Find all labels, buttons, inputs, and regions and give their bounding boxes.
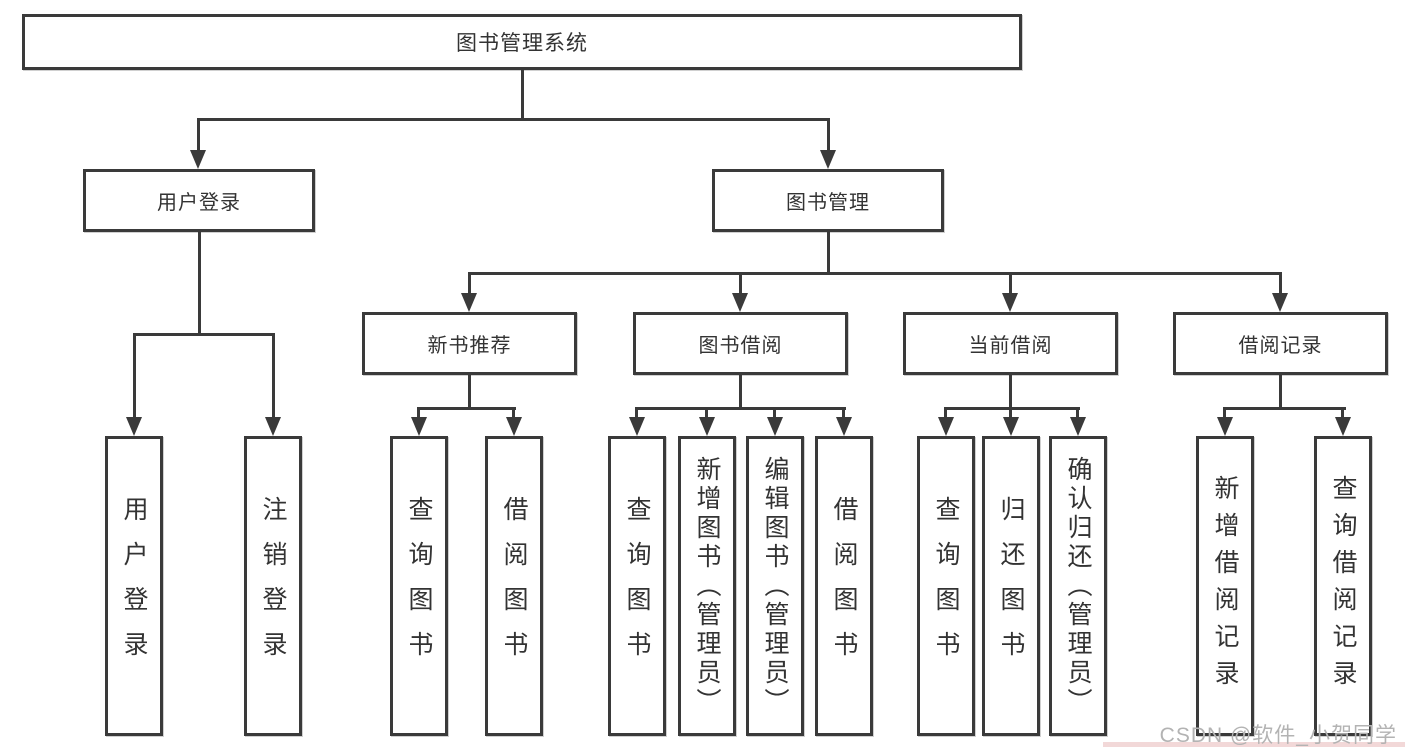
connector-rail <box>944 407 1080 410</box>
arrow-down-icon <box>411 417 427 436</box>
node-borrowing-records: 借阅记录 <box>1173 312 1388 375</box>
leaf-add-book-admin: 新增图书（管理员） <box>678 436 736 736</box>
leaf-add-borrow-record: 新增借阅记录 <box>1196 436 1254 736</box>
node-current-borrowing: 当前借阅 <box>903 312 1118 375</box>
arrow-down-icon <box>126 417 142 436</box>
arrow-down-icon <box>1335 417 1351 436</box>
connector-root-stub <box>521 70 524 120</box>
connector-stub <box>739 375 742 410</box>
connector-stub <box>1341 407 1344 419</box>
connector-stub <box>1009 375 1012 410</box>
arrow-down-icon <box>506 417 522 436</box>
node-book-borrowing: 图书借阅 <box>633 312 848 375</box>
connector-stub <box>773 407 776 419</box>
connector-stub <box>635 407 638 419</box>
connector-stub <box>417 407 420 419</box>
node-user-login: 用户登录 <box>83 169 315 232</box>
arrow-down-icon <box>629 417 645 436</box>
connector-level2-rail <box>197 118 830 121</box>
leaf-label: 查询借阅记录 <box>1329 475 1357 697</box>
connector-rail <box>417 407 516 410</box>
connector-stub <box>133 333 136 419</box>
arrow-down-icon <box>820 150 836 169</box>
connector-stub <box>1009 272 1012 294</box>
connector-stub <box>512 407 515 419</box>
connector-stub <box>272 333 275 419</box>
leaf-label: 查询图书 <box>405 496 433 676</box>
leaf-return-book: 归还图书 <box>982 436 1040 736</box>
arrow-down-icon <box>732 293 748 312</box>
connector-stub <box>197 118 200 152</box>
node-root-library-system: 图书管理系统 <box>22 14 1022 70</box>
leaf-borrow-book: 借阅图书 <box>815 436 873 736</box>
connector-stub <box>827 118 830 152</box>
leaf-label: 借阅图书 <box>830 496 858 676</box>
connector-stub <box>1076 407 1079 419</box>
connector-rail <box>133 333 275 336</box>
leaf-label: 查询图书 <box>623 496 651 676</box>
arrow-down-icon <box>699 417 715 436</box>
leaf-label: 新增图书（管理员） <box>693 455 721 717</box>
leaf-logout: 注销登录 <box>244 436 302 736</box>
leaf-label: 归还图书 <box>997 496 1025 676</box>
leaf-borrow-book: 借阅图书 <box>485 436 543 736</box>
node-new-book-recommendation: 新书推荐 <box>362 312 577 375</box>
connector-stub <box>827 232 830 274</box>
leaf-label: 用户登录 <box>120 496 148 676</box>
leaf-query-borrow-record: 查询借阅记录 <box>1314 436 1372 736</box>
connector-stub <box>1279 272 1282 294</box>
connector-stub <box>468 272 471 294</box>
connector-stub <box>1223 407 1226 419</box>
arrow-down-icon <box>938 417 954 436</box>
connector-rail <box>1223 407 1346 410</box>
arrow-down-icon <box>190 150 206 169</box>
connector-stub <box>1009 407 1012 419</box>
csdn-watermark: CSDN @软件_小贺同学 <box>1159 724 1397 747</box>
connector-stub <box>944 407 947 419</box>
arrow-down-icon <box>1003 417 1019 436</box>
leaf-label: 查询图书 <box>932 496 960 676</box>
leaf-label: 借阅图书 <box>500 496 528 676</box>
connector-stub <box>468 375 471 410</box>
leaf-confirm-return-admin: 确认归还（管理员） <box>1049 436 1107 736</box>
leaf-query-book: 查询图书 <box>390 436 448 736</box>
arrow-down-icon <box>1272 293 1288 312</box>
connector-stub <box>842 407 845 419</box>
connector-level3-rail <box>468 272 1282 275</box>
connector-rail <box>635 407 846 410</box>
watermark-tint-strip <box>1103 742 1405 747</box>
arrow-down-icon <box>1070 417 1086 436</box>
arrow-down-icon <box>265 417 281 436</box>
arrow-down-icon <box>767 417 783 436</box>
arrow-down-icon <box>1002 293 1018 312</box>
arrow-down-icon <box>1217 417 1233 436</box>
connector-stub <box>705 407 708 419</box>
leaf-label: 注销登录 <box>259 496 287 676</box>
arrow-down-icon <box>836 417 852 436</box>
arrow-down-icon <box>461 293 477 312</box>
leaf-query-book: 查询图书 <box>917 436 975 736</box>
leaf-label: 新增借阅记录 <box>1211 475 1239 697</box>
leaf-label: 确认归还（管理员） <box>1064 455 1092 717</box>
connector-stub <box>198 232 201 335</box>
leaf-label: 编辑图书（管理员） <box>761 455 789 717</box>
leaf-query-book: 查询图书 <box>608 436 666 736</box>
leaf-edit-book-admin: 编辑图书（管理员） <box>746 436 804 736</box>
connector-stub <box>739 272 742 294</box>
leaf-user-login: 用户登录 <box>105 436 163 736</box>
node-book-management: 图书管理 <box>712 169 944 232</box>
connector-stub <box>1279 375 1282 410</box>
